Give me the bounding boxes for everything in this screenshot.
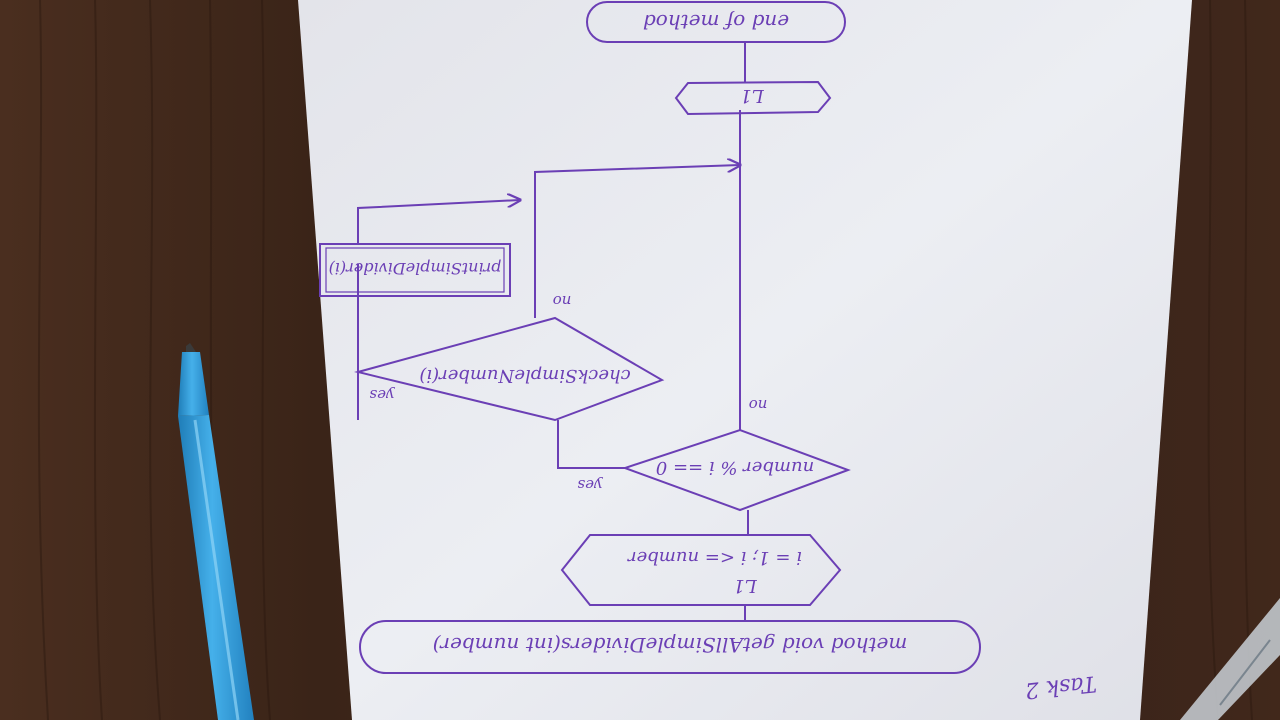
ruler bbox=[1180, 598, 1280, 720]
start-terminal bbox=[359, 620, 981, 674]
blue-pen bbox=[178, 343, 254, 720]
wood-grain bbox=[37, 0, 1253, 720]
loop-begin-tag: L1 bbox=[733, 575, 757, 596]
decision1-label: number % i == 0 bbox=[656, 457, 814, 478]
start-terminal-label: method void getAllSimpleDividers(int num… bbox=[433, 633, 908, 657]
decision2-label: checkSimpleNumber(i) bbox=[419, 365, 630, 386]
process-box-inner bbox=[325, 247, 505, 293]
loop-begin-shape bbox=[560, 534, 842, 606]
loop-end-tag: L1 bbox=[740, 85, 764, 106]
end-terminal-label: end of method bbox=[643, 10, 789, 34]
decision2-no-label: no bbox=[553, 292, 572, 310]
loop-begin-expression: i = 1; i <= number bbox=[627, 547, 802, 568]
decision1-yes-label: yes bbox=[577, 476, 603, 494]
loop-end-shape bbox=[674, 80, 832, 116]
end-terminal bbox=[586, 1, 846, 43]
process-label: printSimpleDivider(i) bbox=[329, 259, 502, 278]
process-box bbox=[319, 243, 511, 297]
flowchart: method void getAllSimpleDividers(int num… bbox=[319, 1, 1098, 703]
paper-sheet bbox=[298, 0, 1192, 720]
decision2-yes-label: yes bbox=[369, 386, 395, 404]
decision1-no-label: no bbox=[749, 396, 768, 414]
